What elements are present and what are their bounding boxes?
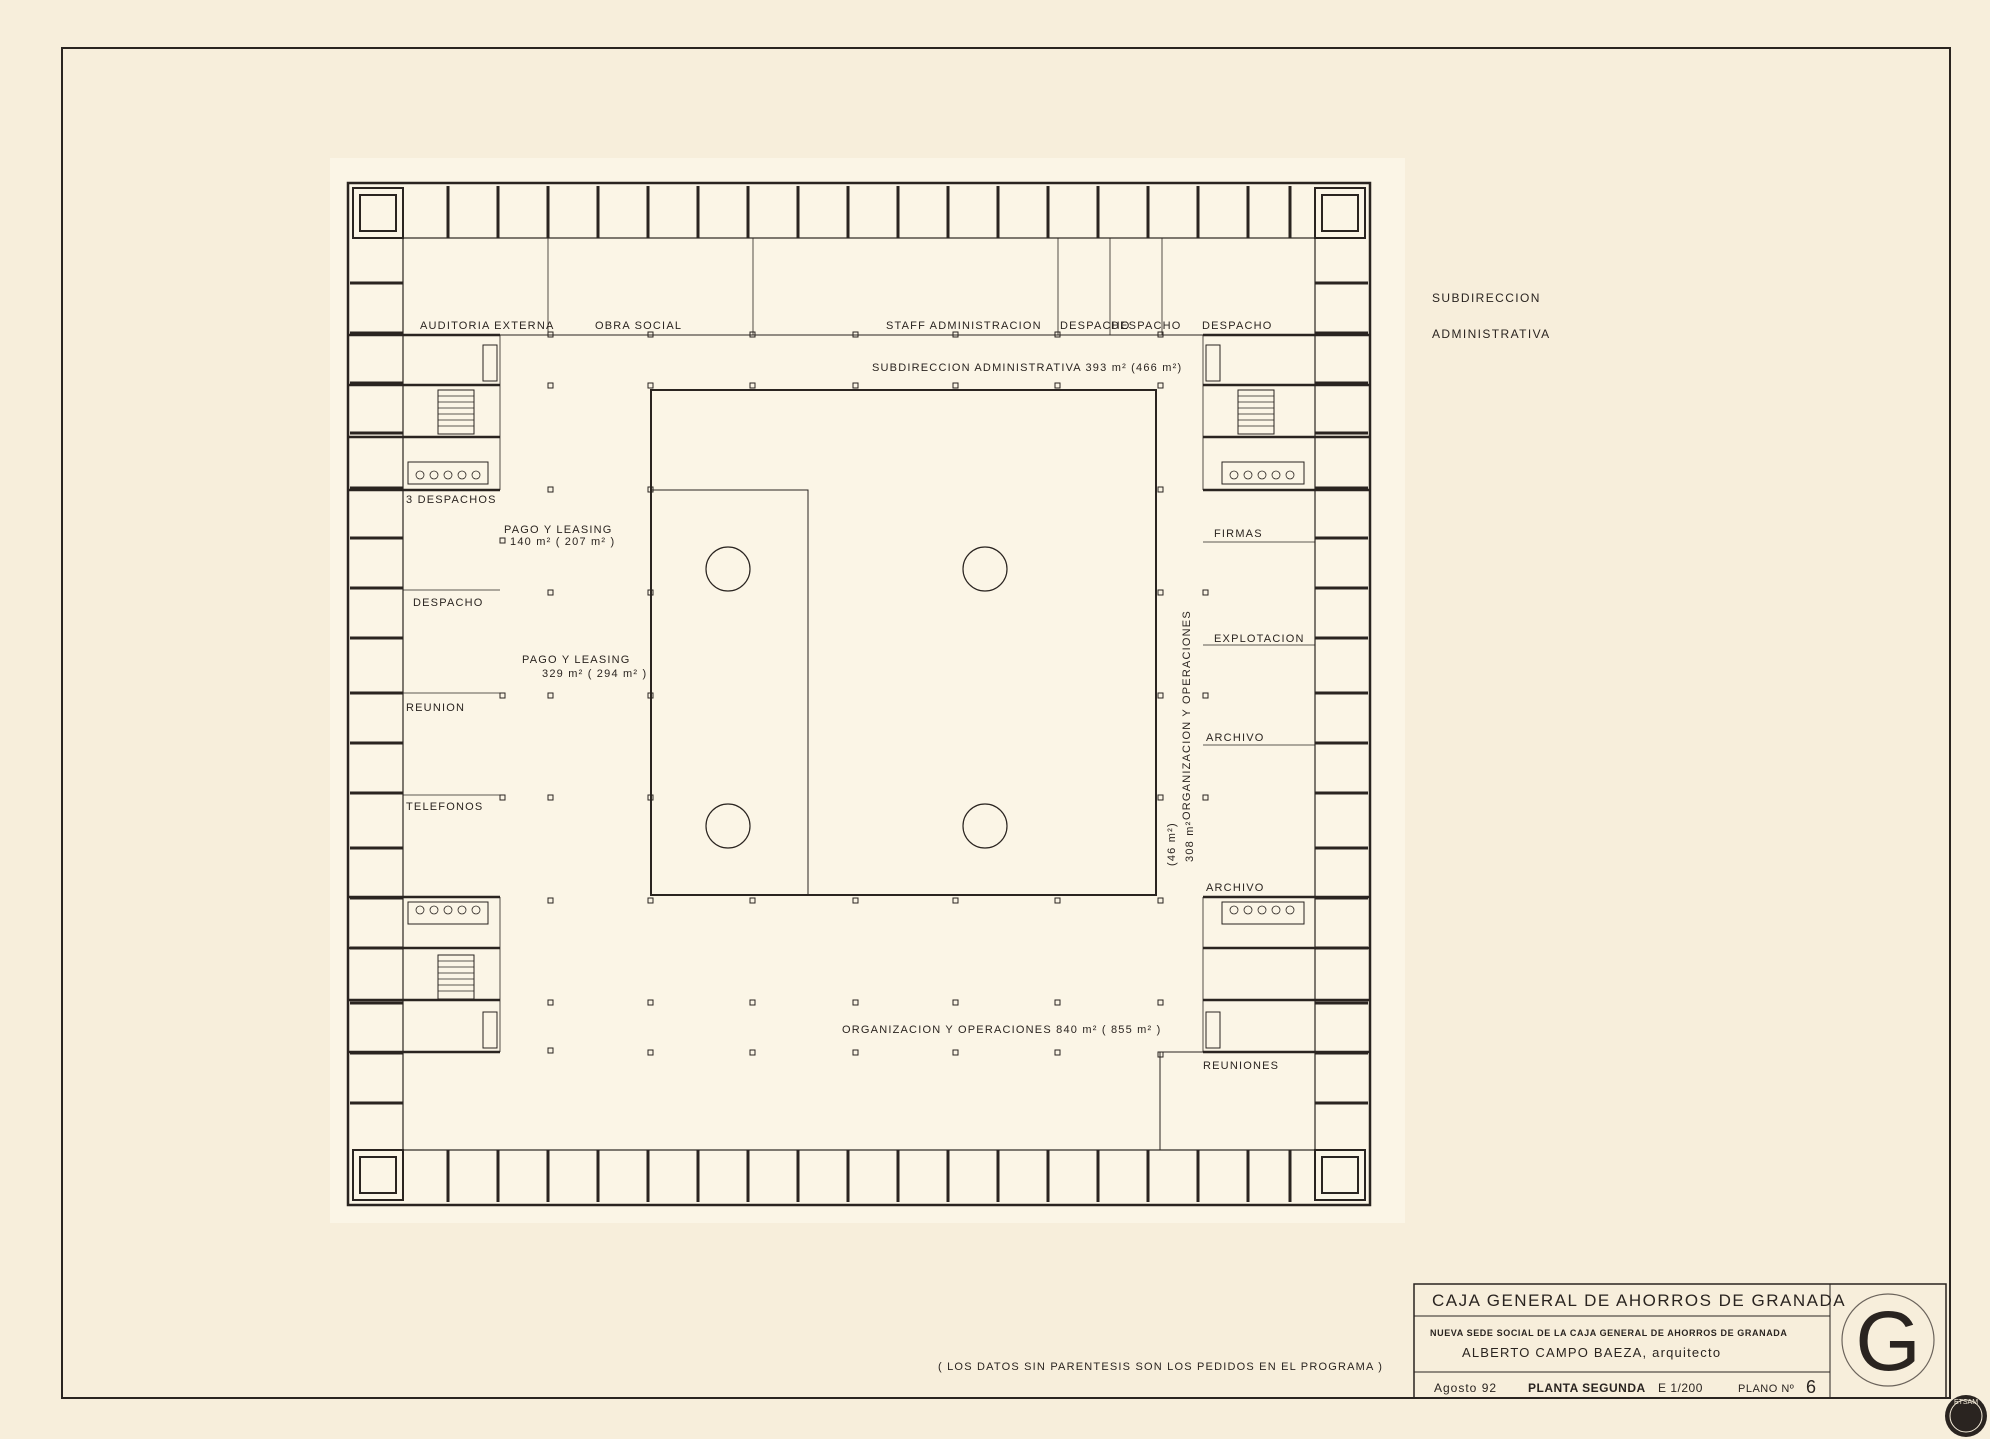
skylight-circle <box>962 546 1008 592</box>
room-label-despacho-3: DESPACHO <box>1202 320 1273 332</box>
skylight-circle <box>705 546 751 592</box>
room-label-organizacion-vertical: ORGANIZACION Y OPERACIONES <box>1181 610 1193 820</box>
project-name: NUEVA SEDE SOCIAL DE LA CAJA GENERAL DE … <box>1430 1328 1788 1338</box>
room-label-obra-social: OBRA SOCIAL <box>595 320 682 332</box>
logo-circle <box>1841 1293 1935 1387</box>
room-label-despacho-2: DESPACHO <box>1111 320 1182 332</box>
architect-name: ALBERTO CAMPO BAEZA, arquitecto <box>1462 1345 1721 1360</box>
room-label-despacho-left: DESPACHO <box>413 597 484 609</box>
drawing-scale: E 1/200 <box>1658 1381 1703 1395</box>
footnote: ( LOS DATOS SIN PARENTESIS SON LOS PEDID… <box>938 1361 1383 1373</box>
room-label-pago-2-name: PAGO Y LEASING <box>522 654 631 666</box>
central-void <box>650 389 1157 896</box>
room-label-firmas: FIRMAS <box>1214 528 1263 540</box>
room-label-3-despachos: 3 DESPACHOS <box>406 494 497 506</box>
room-label-area-vertical-1: 308 m² <box>1184 821 1196 862</box>
plan-number-label: PLANO Nº <box>1738 1383 1794 1395</box>
drawing-date: Agosto 92 <box>1434 1381 1497 1395</box>
title-block: G CAJA GENERAL DE AHORROS DE GRANADA NUE… <box>1413 1283 1947 1399</box>
room-label-telefonos: TELEFONOS <box>406 801 483 813</box>
room-label-area-vertical-2: (46 m²) <box>1166 822 1178 866</box>
room-label-pago-1-area: 140 m² ( 207 m² ) <box>510 536 615 548</box>
room-label-organizacion-bottom: ORGANIZACION Y OPERACIONES 840 m² ( 855 … <box>842 1024 1162 1036</box>
room-label-pago-1-name: PAGO Y LEASING <box>504 524 613 536</box>
logo-letter: G <box>1855 1294 1920 1388</box>
room-label-explotacion: EXPLOTACION <box>1214 633 1305 645</box>
stamp-text: ETSAM <box>1954 1399 1978 1406</box>
room-label-archivo-1: ARCHIVO <box>1206 732 1265 744</box>
plan-number: 6 <box>1806 1377 1816 1397</box>
room-label-auditoria: AUDITORIA EXTERNA <box>420 320 555 332</box>
outer-wall <box>346 181 1372 1207</box>
room-label-reunion: REUNION <box>406 702 465 714</box>
drawing-name: PLANTA SEGUNDA <box>1528 1381 1646 1395</box>
room-label-staff: STAFF ADMINISTRACION <box>886 320 1042 332</box>
client-name: CAJA GENERAL DE AHORROS DE GRANADA <box>1432 1291 1846 1310</box>
room-label-archivo-2: ARCHIVO <box>1206 882 1265 894</box>
etsam-stamp: ETSAM <box>1945 1395 1987 1437</box>
room-label-pago-2-area: 329 m² ( 294 m² ) <box>542 668 647 680</box>
room-label-subdireccion: SUBDIRECCION ADMINISTRATIVA 393 m² (466 … <box>872 362 1182 374</box>
floor-plan <box>346 181 1372 1207</box>
sheet-border <box>61 47 1951 1399</box>
sheet-heading-line-2: ADMINISTRATIVA <box>1432 327 1551 341</box>
skylight-circle <box>705 803 751 849</box>
room-label-reuniones: REUNIONES <box>1203 1060 1279 1072</box>
room-label-despacho-1: DESPACHO <box>1060 320 1131 332</box>
sheet-heading-line-1: SUBDIRECCION <box>1432 291 1541 305</box>
skylight-circle <box>962 803 1008 849</box>
